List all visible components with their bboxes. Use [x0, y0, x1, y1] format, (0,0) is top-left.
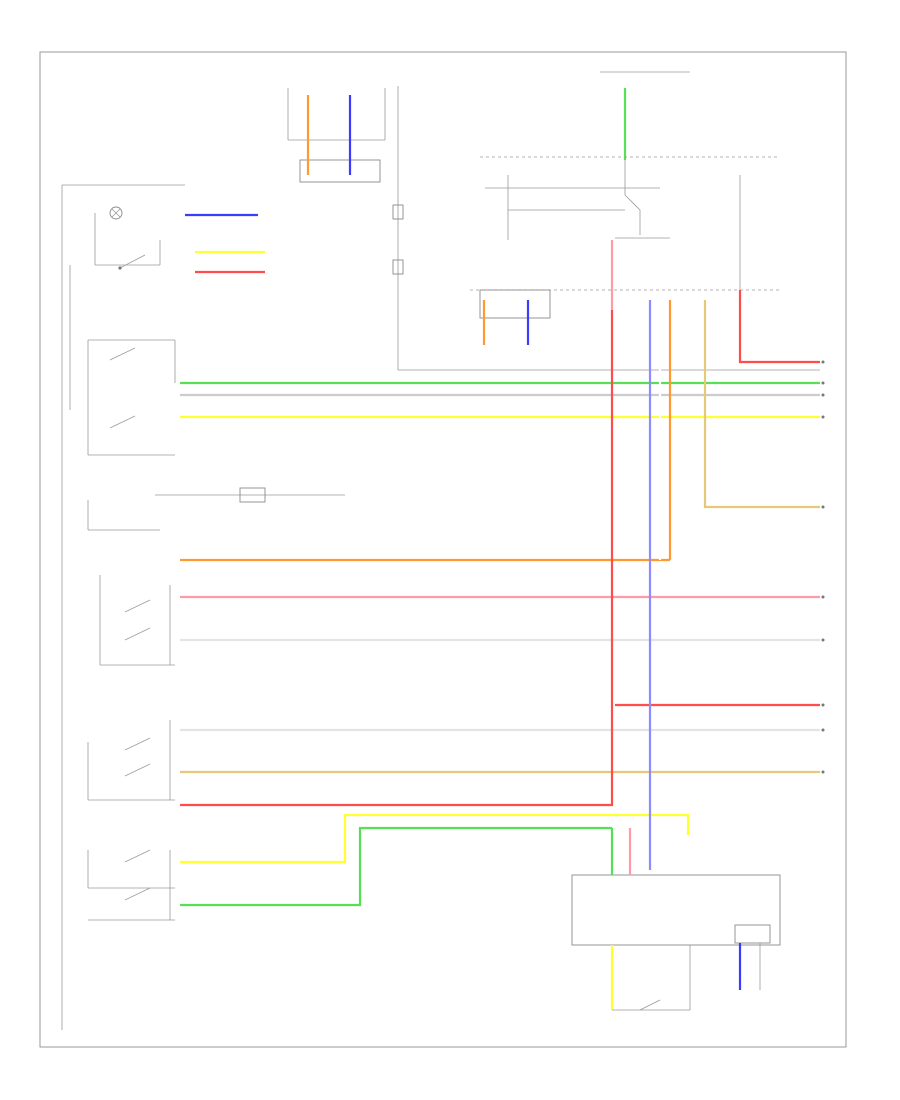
- connector-block-mid: [239, 487, 266, 503]
- switch-icon: [109, 347, 136, 429]
- connector-block-top: [299, 159, 381, 183]
- connector-block-bottom: [734, 924, 771, 944]
- bottom-right-module: [571, 828, 781, 1011]
- switch-icon: [639, 999, 661, 1011]
- right-edge-terminals: [821, 360, 825, 774]
- connector-block-right: [479, 289, 551, 319]
- upper-center-junction: [287, 86, 820, 371]
- horizontal-wires: [180, 290, 820, 907]
- upper-right-junction: [470, 71, 780, 345]
- switch-icon: [124, 737, 151, 777]
- diagram-frame: [39, 51, 847, 1048]
- control-module-box: [571, 874, 781, 946]
- switch-icon: [118, 254, 146, 270]
- fuse-icon: [392, 259, 404, 275]
- left-switch-group: [61, 184, 345, 1030]
- bulb-icon: [109, 206, 123, 220]
- switch-icon: [124, 599, 151, 641]
- vertical-wires: [610, 240, 662, 870]
- switch-icon: [124, 849, 151, 901]
- fuse-icon: [392, 204, 404, 220]
